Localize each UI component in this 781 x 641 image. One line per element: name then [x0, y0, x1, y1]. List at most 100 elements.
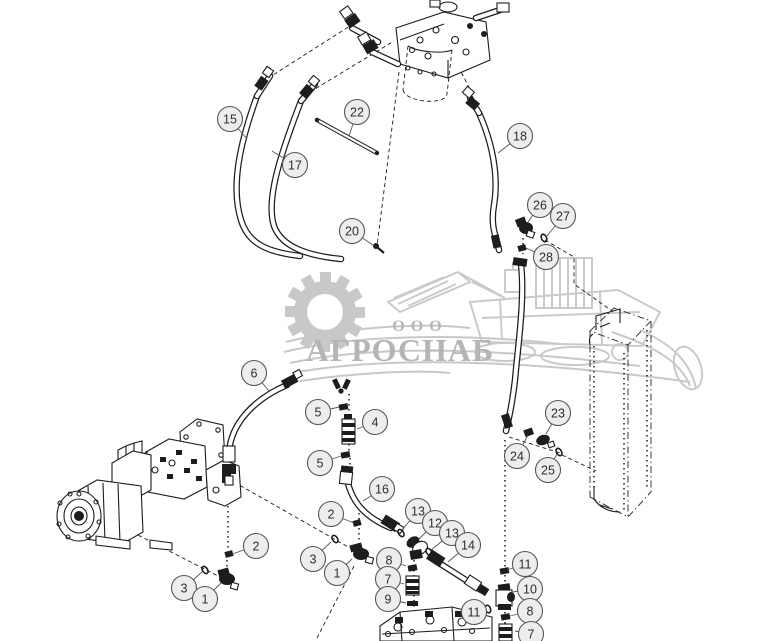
oil-cooler [588, 307, 652, 518]
nut-9 [407, 601, 418, 606]
nut-24 [523, 427, 535, 438]
callout-10: 10 [512, 575, 544, 603]
tractor-icon [386, 257, 704, 391]
svg-text:7: 7 [385, 573, 392, 587]
callout-25: 25 [534, 453, 562, 484]
hose-14 [426, 549, 490, 597]
svg-text:4: 4 [372, 416, 379, 430]
svg-text:23: 23 [551, 407, 565, 421]
svg-text:5: 5 [315, 406, 322, 420]
swoosh-lines [283, 324, 691, 383]
nut-8-center [407, 564, 418, 572]
watermark-company-name: АГРОСНАБ [305, 332, 495, 368]
callout-7: 7 [374, 565, 405, 593]
clamp-fitting [332, 378, 351, 394]
callout-17: 17 [271, 150, 309, 179]
nut-2-center [352, 519, 362, 527]
nut-2-left [224, 550, 234, 558]
callout-28: 28 [525, 243, 560, 271]
svg-text:7: 7 [528, 628, 535, 641]
fitting-chain-4-5 [332, 378, 356, 459]
hose-16 [338, 465, 405, 535]
filter-manifold-assembly [338, 0, 510, 102]
nut-5-lower [340, 451, 351, 459]
svg-text:9: 9 [385, 593, 392, 607]
hose-18 [461, 85, 503, 254]
callout-11: 11 [506, 550, 539, 578]
svg-text:14: 14 [461, 539, 475, 553]
oring-3-left [201, 565, 209, 575]
svg-text:3: 3 [181, 582, 188, 596]
svg-text:17: 17 [288, 159, 302, 173]
svg-text:24: 24 [510, 450, 524, 464]
assembly-dashed-lines [131, 25, 613, 641]
elbow-23 [536, 434, 556, 449]
svg-text:15: 15 [223, 113, 237, 127]
callout-3: 3 [299, 541, 332, 573]
callout-3: 3 [170, 571, 203, 602]
fitting-group-left-123 [201, 550, 240, 591]
callout-7: 7 [514, 620, 545, 641]
callout-8: 8 [375, 546, 407, 574]
svg-text:26: 26 [533, 199, 547, 213]
elbow-1-center [349, 542, 375, 565]
svg-text:18: 18 [513, 130, 527, 144]
pump-assembly [56, 418, 242, 551]
oring-25 [555, 447, 563, 457]
fitting-group-center-123 [331, 519, 375, 565]
svg-text:27: 27 [556, 210, 570, 224]
svg-text:2: 2 [328, 508, 335, 522]
hose-6 [222, 368, 304, 486]
callout-23: 23 [544, 399, 572, 435]
svg-text:20: 20 [345, 225, 359, 239]
oring-13-upper [397, 528, 405, 538]
callout-5: 5 [306, 449, 342, 477]
elbow-10 [495, 583, 515, 610]
valve-4 [341, 414, 356, 445]
svg-text:12: 12 [428, 517, 442, 531]
nut-28 [517, 244, 527, 252]
callout-22: 22 [343, 98, 371, 137]
fitting-26-elbow [514, 216, 536, 239]
callout-1: 1 [323, 558, 353, 587]
bolt-20 [373, 243, 385, 254]
valve-7-right [498, 623, 513, 641]
callout-27: 27 [546, 202, 577, 237]
callout-2: 2 [317, 500, 355, 528]
valve-chain-center [405, 564, 420, 606]
watermark-company-prefix: ООО [392, 318, 448, 335]
svg-text:8: 8 [527, 605, 534, 619]
fitting-12-tee [397, 528, 433, 560]
nut-5-upper [338, 403, 349, 411]
svg-text:1: 1 [334, 567, 341, 581]
svg-text:13: 13 [411, 505, 425, 519]
callout-16: 16 [362, 475, 396, 503]
callout-8: 8 [509, 597, 544, 625]
callout-1: 1 [191, 582, 222, 613]
oring-27 [540, 233, 548, 243]
callout-11: 11 [460, 598, 488, 626]
elbow-1-left [217, 567, 240, 591]
callout-18: 18 [497, 122, 534, 154]
elbow-10-chain [484, 567, 515, 641]
svg-text:2: 2 [253, 540, 260, 554]
svg-text:22: 22 [350, 106, 364, 120]
svg-text:13: 13 [445, 527, 459, 541]
svg-text:10: 10 [523, 583, 537, 597]
callout-26: 26 [526, 191, 554, 223]
svg-text:1: 1 [202, 593, 209, 607]
hose-15 [233, 65, 304, 260]
callout-6: 6 [240, 359, 270, 392]
svg-text:28: 28 [539, 251, 553, 265]
nut-11-upper [499, 567, 510, 575]
rod-22 [314, 117, 380, 156]
svg-text:8: 8 [386, 554, 393, 568]
svg-text:11: 11 [519, 558, 532, 572]
callout-2: 2 [231, 532, 270, 560]
valve-7-center [405, 575, 420, 596]
